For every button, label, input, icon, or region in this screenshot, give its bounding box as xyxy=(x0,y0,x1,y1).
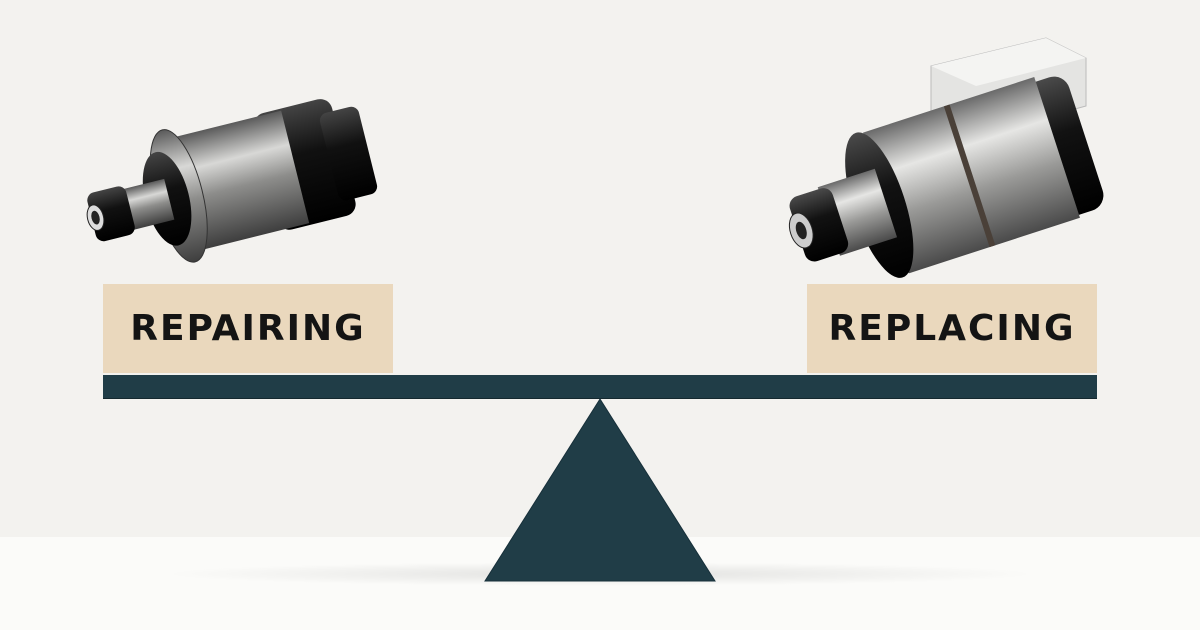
spindle-motor-icon xyxy=(86,99,378,263)
spindle-motor-with-junction-box-icon xyxy=(788,37,1104,278)
repairing-label: REPAIRING xyxy=(103,284,393,373)
replacing-label-text: REPLACING xyxy=(828,308,1076,349)
replacing-label: REPLACING xyxy=(807,284,1097,373)
fulcrum-triangle-icon xyxy=(484,398,716,582)
repairing-label-text: REPAIRING xyxy=(130,308,366,349)
